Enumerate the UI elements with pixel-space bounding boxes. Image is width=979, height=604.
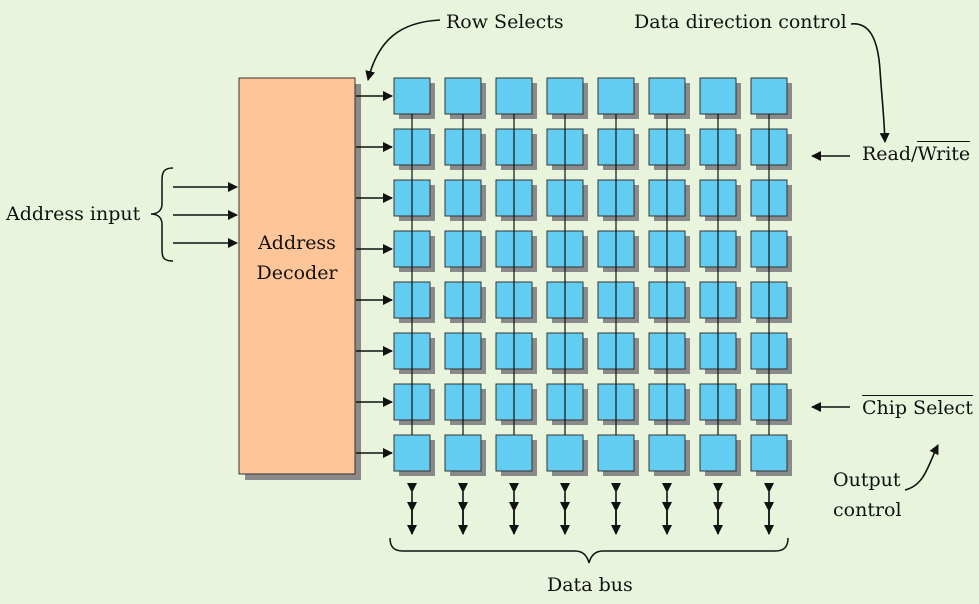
memory-cell bbox=[699, 434, 737, 472]
data-bus-brace bbox=[389, 537, 789, 564]
memory-cell bbox=[699, 77, 737, 115]
data-direction-curve-arrow bbox=[850, 23, 890, 143]
address-decoder-box bbox=[238, 77, 356, 475]
decoder-label-line1: Address bbox=[258, 232, 336, 254]
address-decoder-label: Address Decoder bbox=[239, 228, 355, 288]
address-input-brace bbox=[150, 167, 174, 262]
address-input-label: Address input bbox=[6, 203, 141, 225]
memory-cell bbox=[648, 434, 686, 472]
memory-cell bbox=[444, 434, 482, 472]
memory-cell bbox=[648, 77, 686, 115]
memory-cell bbox=[750, 434, 788, 472]
memory-cell bbox=[495, 434, 533, 472]
memory-cell bbox=[393, 77, 431, 115]
memory-cell bbox=[597, 434, 635, 472]
memory-cell bbox=[546, 77, 584, 115]
read-label: Read/ bbox=[862, 143, 918, 165]
chip-select-label: Chip Select bbox=[862, 395, 973, 419]
output-control-line2: control bbox=[833, 499, 902, 521]
output-control-line1: Output bbox=[833, 469, 901, 491]
data-direction-control-label: Data direction control bbox=[634, 11, 847, 33]
write-label: Write bbox=[917, 141, 971, 165]
decoder-label-line2: Decoder bbox=[256, 262, 338, 284]
row-selects-label: Row Selects bbox=[446, 11, 564, 33]
memory-cell bbox=[546, 434, 584, 472]
output-control-label: Output control bbox=[833, 465, 902, 525]
row-selects-curve-arrow bbox=[365, 19, 441, 81]
output-control-curve-arrow bbox=[904, 444, 939, 491]
memory-cell bbox=[393, 434, 431, 472]
data-bus-label: Data bus bbox=[547, 574, 633, 596]
memory-cell bbox=[444, 77, 482, 115]
memory-cell bbox=[495, 77, 533, 115]
read-write-label: Read/Write bbox=[862, 141, 971, 165]
memory-cell bbox=[597, 77, 635, 115]
memory-cell bbox=[750, 77, 788, 115]
